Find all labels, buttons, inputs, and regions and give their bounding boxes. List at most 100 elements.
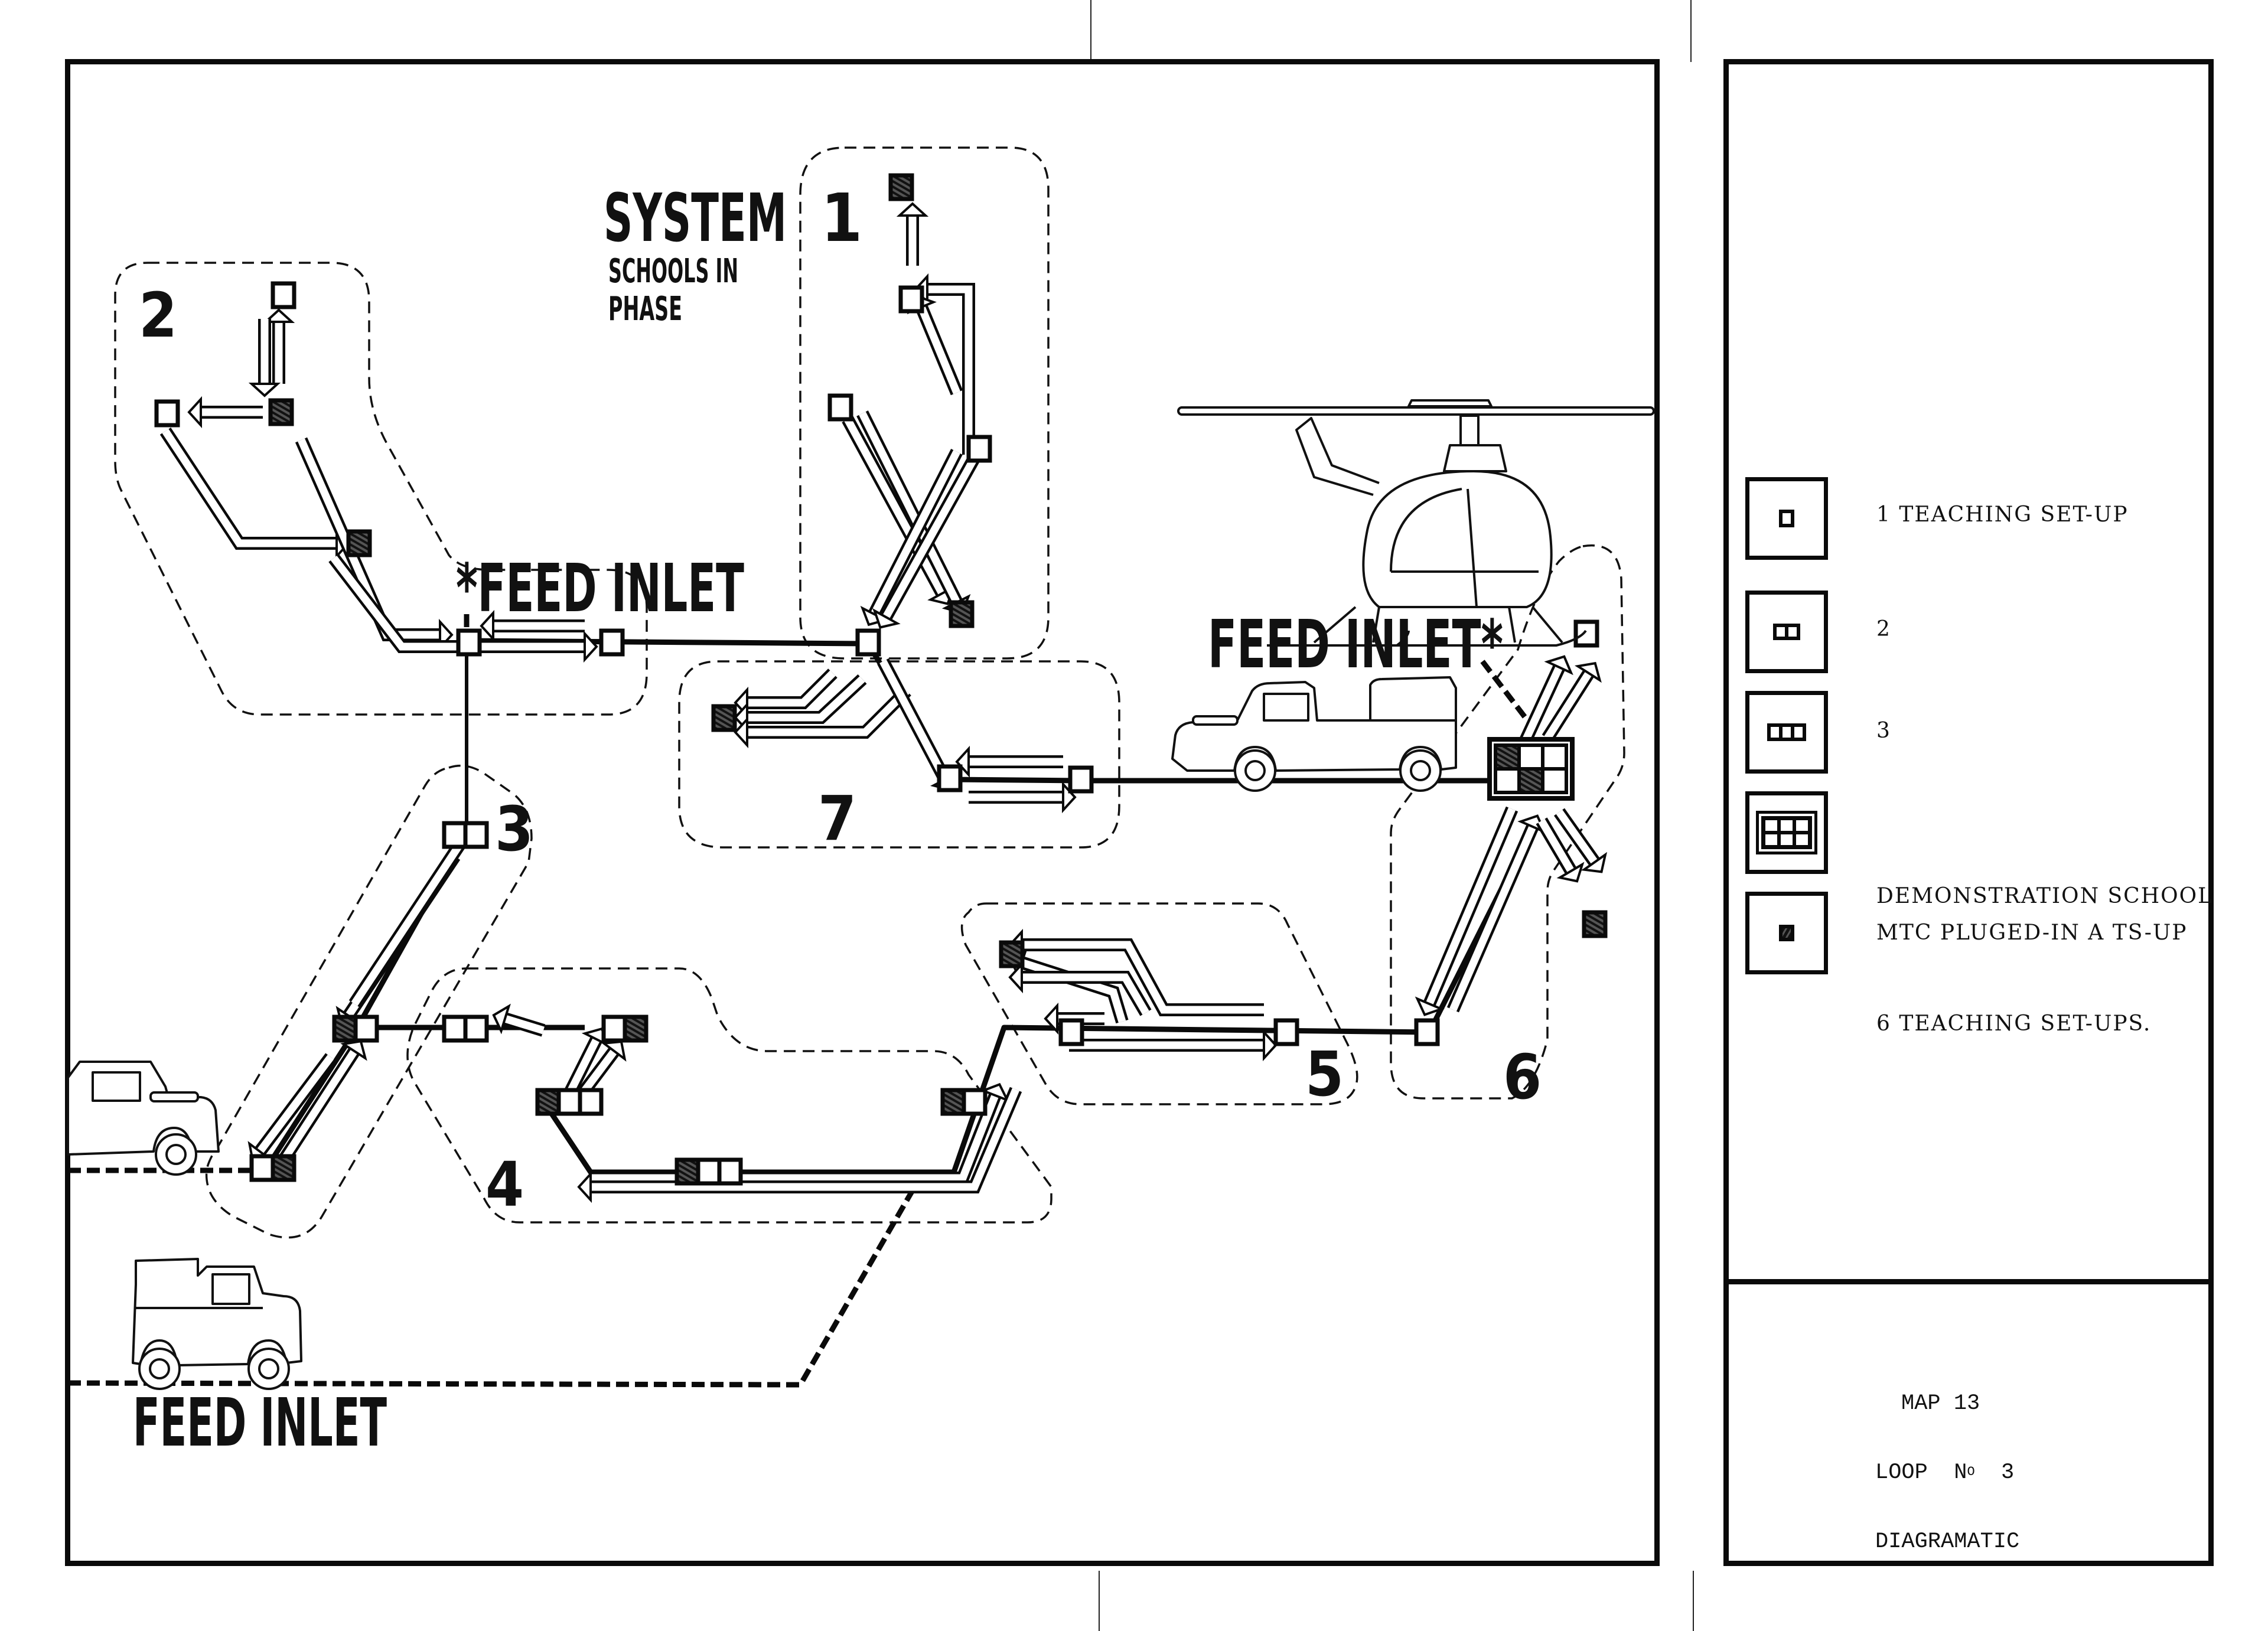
setup-cell bbox=[154, 399, 180, 428]
mtc-plugged-cell bbox=[888, 173, 914, 201]
double-setup-icon bbox=[1773, 624, 1800, 640]
teaching-setup-node bbox=[949, 600, 975, 628]
arrowhead bbox=[262, 308, 295, 323]
teaching-setup-node bbox=[1582, 910, 1608, 938]
system-title: SYSTEM bbox=[604, 180, 787, 257]
arrowhead bbox=[1581, 852, 1608, 873]
setup-cell bbox=[937, 764, 963, 792]
flow-arrow-fill bbox=[330, 556, 585, 651]
setup-cell bbox=[827, 393, 853, 422]
feed-line-bottom bbox=[67, 1173, 924, 1388]
flow-arrow-fill bbox=[1022, 941, 1264, 1014]
arrowhead bbox=[340, 1039, 367, 1061]
flow-arrow-fill bbox=[927, 285, 973, 455]
mtc-plugged-cell bbox=[623, 1015, 649, 1043]
flow-arrow-fill bbox=[882, 455, 978, 619]
teaching-setup-node bbox=[711, 704, 737, 732]
flow-arrow bbox=[591, 1092, 1002, 1185]
flow-arrow-fill bbox=[591, 1094, 999, 1182]
setup-cell bbox=[271, 281, 296, 309]
zone-7-boundary bbox=[678, 660, 1120, 849]
zone-label-7: 7 bbox=[818, 782, 856, 854]
teaching-setup-node bbox=[332, 1015, 379, 1043]
setup-cell bbox=[1573, 619, 1599, 648]
flow-arrow-fill bbox=[280, 1049, 358, 1163]
setup-cell bbox=[456, 628, 482, 657]
legend-swatch bbox=[1745, 591, 1828, 673]
arrowhead bbox=[872, 608, 901, 629]
teaching-setup-node bbox=[154, 399, 180, 428]
setup-cell bbox=[601, 1015, 627, 1043]
arrowhead bbox=[577, 1170, 592, 1203]
setup-cell bbox=[556, 1088, 582, 1116]
mtc-plugged-cell bbox=[1494, 743, 1521, 771]
zone-label-3: 3 bbox=[495, 793, 533, 865]
flow-arrow-fill bbox=[917, 305, 961, 394]
teaching-setup-node bbox=[271, 281, 296, 309]
teaching-setup-node bbox=[1058, 1018, 1084, 1046]
fold-mark-top-center bbox=[1090, 0, 1091, 59]
legend-label: 2 bbox=[1876, 617, 1891, 641]
flow-arrow-fill bbox=[1544, 671, 1592, 741]
legend-item-double-setup: 2 bbox=[1745, 591, 2194, 691]
mtc-plugged-cell bbox=[940, 1088, 966, 1116]
flow-arrow-fill bbox=[504, 1015, 545, 1035]
teaching-setup-node bbox=[1573, 619, 1599, 648]
teaching-setup-node bbox=[599, 628, 625, 657]
setup-cell bbox=[1058, 1018, 1084, 1046]
legend-label: 6 TEACHING SET-UPS. bbox=[1876, 1012, 2152, 1036]
teaching-setup-node bbox=[999, 940, 1025, 968]
fold-mark-bottom-center bbox=[1099, 1571, 1100, 1631]
land-rover-icon bbox=[132, 1258, 302, 1390]
flow-arrow-fill bbox=[747, 688, 910, 736]
arrowhead bbox=[896, 202, 929, 217]
legend-swatch bbox=[1745, 691, 1828, 774]
teaching-setup-node bbox=[249, 1154, 296, 1182]
single-setup-icon bbox=[1779, 510, 1794, 527]
teaching-setup-node bbox=[966, 435, 992, 463]
map-frame bbox=[65, 59, 1660, 1566]
setup-cell bbox=[1273, 1018, 1299, 1046]
arrowhead bbox=[1544, 655, 1573, 676]
mtc-plugged-cell bbox=[674, 1157, 700, 1186]
system-subtitle-line2: PHASE bbox=[608, 290, 682, 328]
setup-cell bbox=[578, 1088, 604, 1116]
mtc-plugged-cell bbox=[1582, 910, 1608, 938]
mtc-plugged-cell bbox=[268, 398, 294, 426]
flow-arrow-fill bbox=[879, 659, 949, 782]
fold-mark-bottom-right bbox=[1693, 1571, 1694, 1631]
flow-arrow-fill bbox=[256, 1055, 334, 1154]
teaching-setup-node bbox=[1414, 1018, 1440, 1046]
flow-arrow-fill bbox=[1520, 666, 1563, 746]
flow-arrow-fill bbox=[871, 450, 960, 616]
setup-cell bbox=[1414, 1018, 1440, 1046]
setup-cell bbox=[249, 1154, 275, 1182]
flow-arrow-fill bbox=[844, 417, 946, 596]
mtc-plugged-cell bbox=[332, 1015, 358, 1043]
flow-arrow-fill bbox=[1538, 818, 1575, 873]
teaching-setup-node bbox=[442, 821, 489, 849]
setup-cell bbox=[442, 1015, 468, 1043]
flow-arrow-fill bbox=[1022, 973, 1149, 1015]
arrowhead bbox=[1008, 961, 1023, 994]
legend-swatch bbox=[1745, 477, 1828, 560]
zone-label-5: 5 bbox=[1305, 1038, 1344, 1110]
arrowhead bbox=[248, 383, 281, 397]
mtc-plugged-cell bbox=[271, 1154, 296, 1182]
teaching-setup-node bbox=[268, 398, 294, 426]
flow-arrow-fill bbox=[1556, 810, 1598, 865]
arrowhead bbox=[955, 745, 970, 778]
zone-label-4: 4 bbox=[485, 1149, 524, 1221]
zone-2-boundary bbox=[114, 262, 648, 716]
system-subtitle-line1: SCHOOLS IN bbox=[608, 252, 738, 291]
flow-arrow-fill bbox=[1426, 807, 1516, 1006]
legend-item-triple-setup: 3 bbox=[1745, 691, 2194, 791]
setup-cell bbox=[855, 628, 881, 657]
arrowhead bbox=[1415, 996, 1445, 1016]
setup-cell bbox=[717, 1157, 743, 1186]
flow-arrow-fill bbox=[859, 412, 960, 604]
arrowhead bbox=[1044, 1002, 1058, 1035]
arrowhead bbox=[492, 1003, 511, 1035]
